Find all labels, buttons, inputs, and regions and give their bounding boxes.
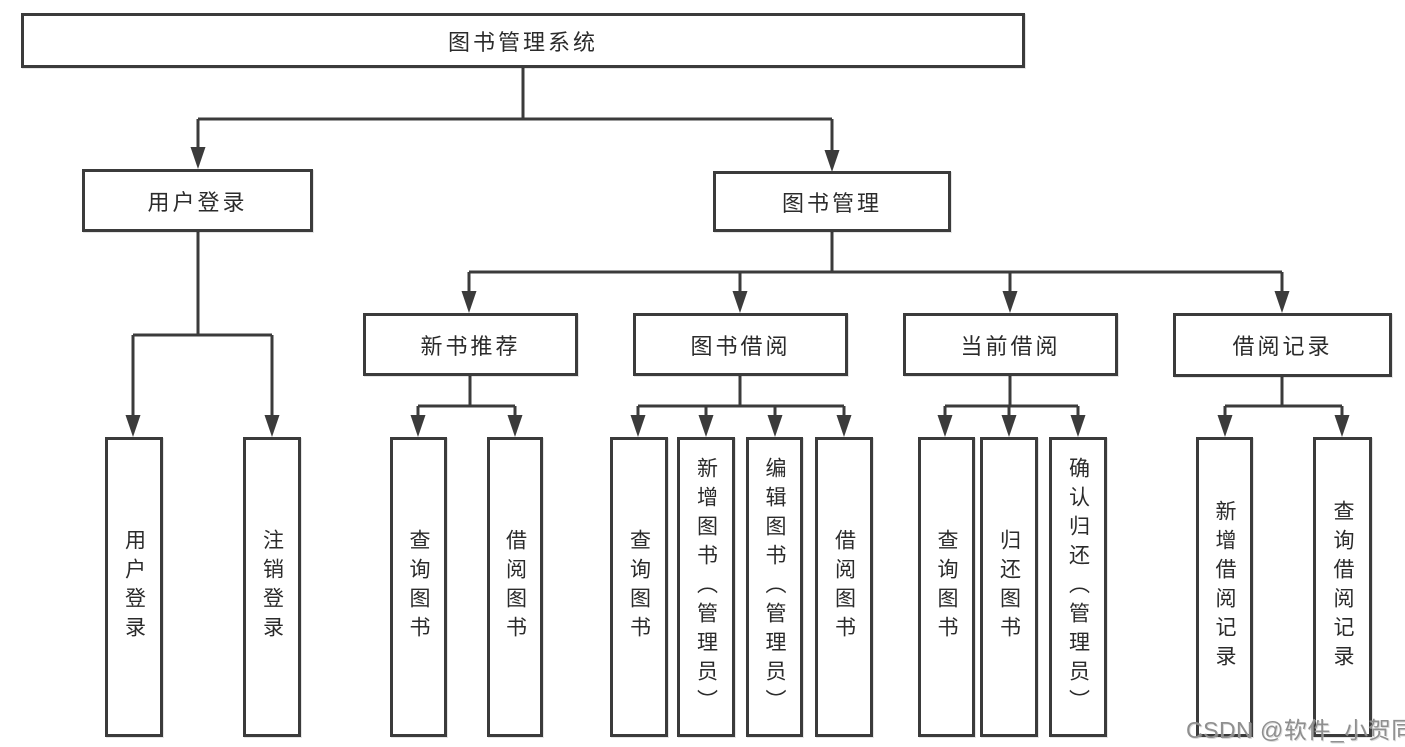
- leaf-logout-label: 注销登录: [260, 529, 284, 645]
- node-user-login: 用户登录: [82, 169, 313, 232]
- node-book-borrowing: 图书借阅: [633, 313, 848, 376]
- leaf-user-login: 用户登录: [105, 437, 163, 737]
- leaf-current-return-books-label: 归还图书: [997, 529, 1021, 645]
- csdn-watermark: CSDN @软件_小贺同学: [1186, 717, 1405, 743]
- node-root-system: 图书管理系统: [21, 13, 1025, 68]
- leaf-borrow-edit-books-admin: 编辑图书（管理员）: [746, 437, 803, 737]
- node-root-label: 图书管理系统: [447, 29, 598, 55]
- leaf-newbook-borrow-books: 借阅图书: [487, 437, 543, 737]
- node-book-borrowing-label: 图书借阅: [690, 333, 791, 359]
- leaf-borrow-borrow-books: 借阅图书: [815, 437, 873, 737]
- leaf-records-query-record-label: 查询借阅记录: [1331, 500, 1354, 674]
- leaf-records-query-record: 查询借阅记录: [1313, 437, 1372, 737]
- leaf-logout: 注销登录: [243, 437, 301, 737]
- leaf-borrow-edit-books-admin-label: 编辑图书（管理员）: [763, 456, 786, 718]
- node-book-management-label: 图书管理: [781, 190, 882, 216]
- leaf-newbook-borrow-books-label: 借阅图书: [503, 529, 527, 645]
- leaf-borrow-add-books-admin-label: 新增图书（管理员）: [694, 456, 718, 718]
- leaf-newbook-query-books: 查询图书: [390, 437, 447, 737]
- leaf-current-query-books-label: 查询图书: [935, 529, 958, 645]
- node-borrowing-records: 借阅记录: [1173, 313, 1392, 377]
- leaf-current-return-books: 归还图书: [980, 437, 1038, 737]
- node-current-borrowing: 当前借阅: [903, 313, 1118, 376]
- leaf-current-confirm-return-admin-label: 确认归还（管理员）: [1066, 456, 1090, 718]
- leaf-records-add-record: 新增借阅记录: [1196, 437, 1253, 737]
- leaf-current-confirm-return-admin: 确认归还（管理员）: [1049, 437, 1107, 737]
- leaf-borrow-borrow-books-label: 借阅图书: [832, 529, 856, 645]
- node-new-book-recommend-label: 新书推荐: [420, 333, 521, 359]
- node-current-borrowing-label: 当前借阅: [960, 333, 1061, 359]
- leaf-records-add-record-label: 新增借阅记录: [1213, 500, 1236, 674]
- leaf-newbook-query-books-label: 查询图书: [407, 529, 430, 645]
- leaf-borrow-query-books: 查询图书: [610, 437, 668, 737]
- node-new-book-recommend: 新书推荐: [363, 313, 578, 376]
- leaf-current-query-books: 查询图书: [918, 437, 975, 737]
- node-borrowing-records-label: 借阅记录: [1232, 334, 1333, 359]
- leaf-borrow-query-books-label: 查询图书: [627, 529, 651, 645]
- node-book-management: 图书管理: [713, 171, 951, 232]
- leaf-borrow-add-books-admin: 新增图书（管理员）: [677, 437, 735, 737]
- node-user-login-label: 用户登录: [147, 189, 248, 215]
- leaf-user-login-label: 用户登录: [122, 529, 146, 645]
